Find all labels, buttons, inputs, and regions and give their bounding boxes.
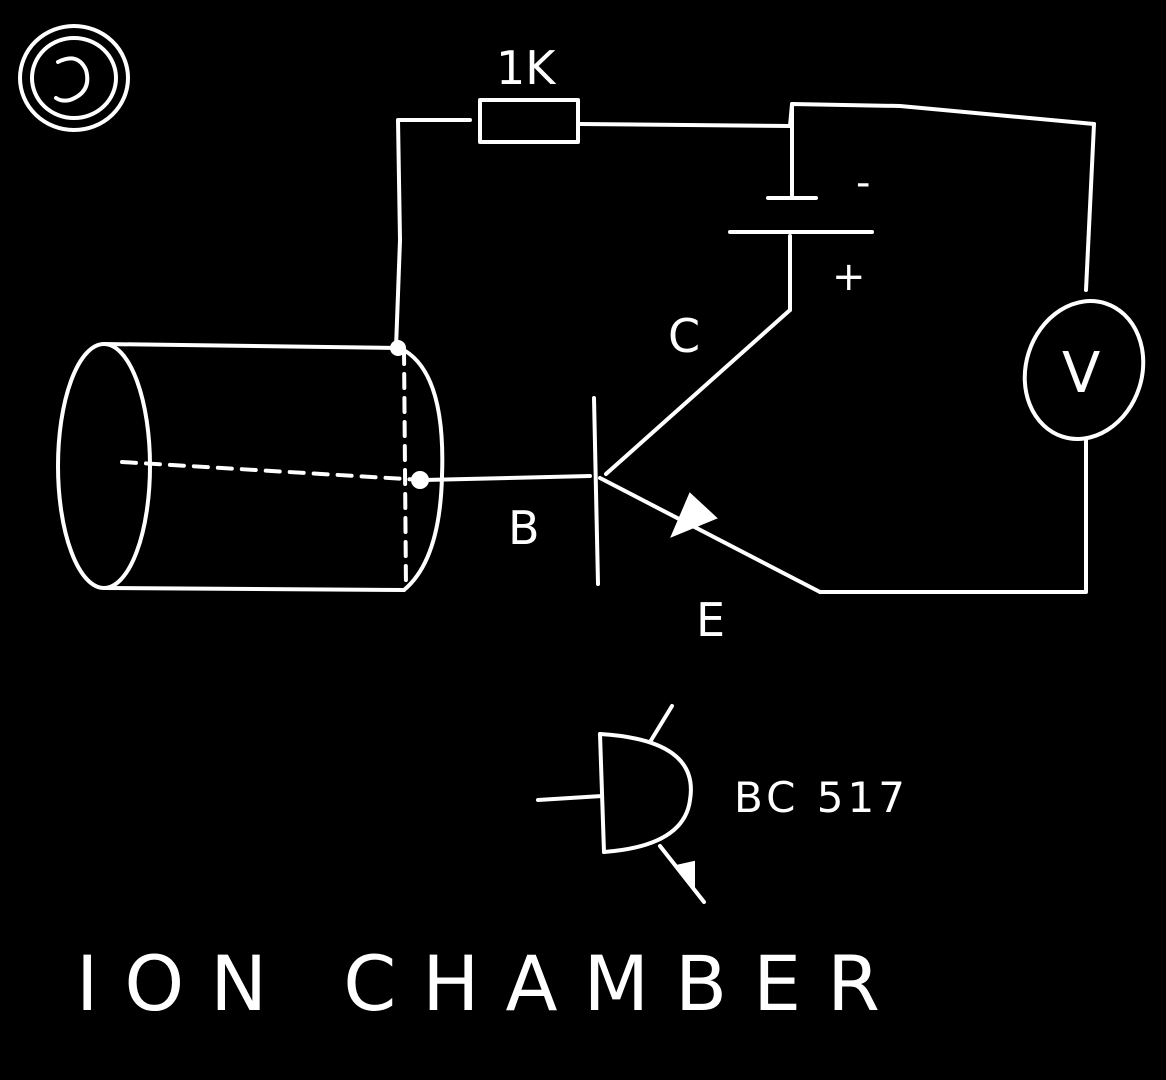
wire-top-rail [788,102,1096,128]
base-label: B [508,501,540,555]
battery-plus-label: + [832,254,866,300]
emitter-label: E [696,593,725,647]
wire-bottom-rail [818,438,1088,594]
emitter-lead [598,476,822,594]
transistor-package [536,704,706,904]
base-wire [422,474,592,482]
chamber-top-terminal [390,340,406,356]
voltmeter [1022,299,1146,441]
transistor-base-bar [592,396,600,586]
power-icon [18,24,130,132]
wire-resistor-to-battery [578,122,792,128]
ion-chamber [56,342,445,592]
wire-chamber-to-resistor [394,118,472,350]
voltmeter-label: V [1062,341,1100,406]
chamber-electrode-terminal [411,471,429,489]
battery [728,102,874,312]
diagram-title: ION CHAMBER [76,939,906,1028]
part-number: BC 517 [734,773,909,822]
emitter-arrow [670,492,718,538]
wire-right-rail [1084,122,1096,292]
collector-lead [604,308,792,476]
resistor-label: 1K [496,41,557,95]
battery-minus-label: - [856,160,870,206]
collector-label: C [668,309,700,363]
resistor [478,98,580,144]
